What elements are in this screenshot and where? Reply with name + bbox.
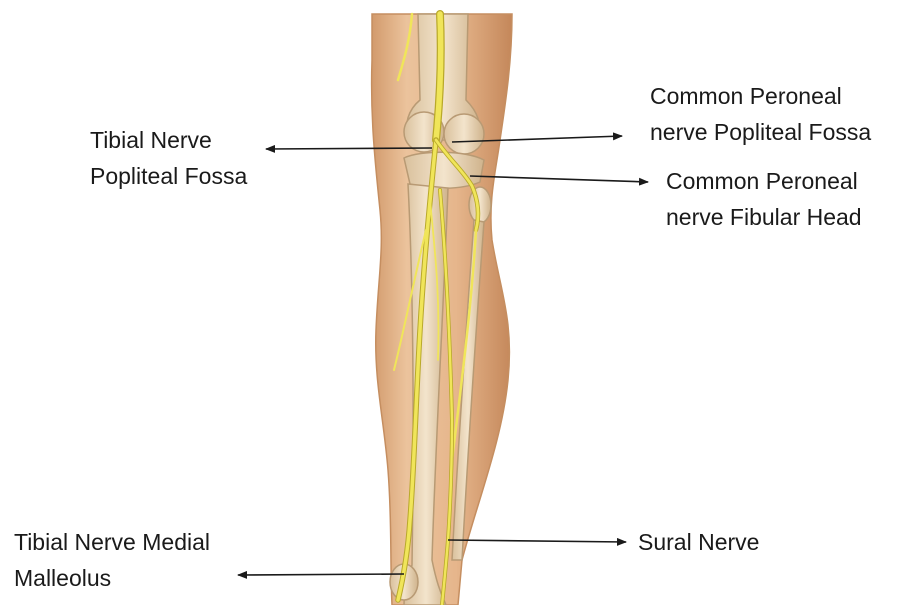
- label-line: nerve Popliteal Fossa: [650, 114, 871, 150]
- label-line: Common Peroneal: [650, 78, 871, 114]
- label-sural-nerve: Sural Nerve: [638, 524, 759, 560]
- label-line: Sural Nerve: [638, 524, 759, 560]
- label-line: Popliteal Fossa: [90, 158, 247, 194]
- label-common-peroneal-popliteal-fossa: Common Peroneal nerve Popliteal Fossa: [650, 78, 871, 150]
- arrow-tibial-malleolus: [238, 574, 404, 575]
- label-line: Common Peroneal: [666, 163, 862, 199]
- knee-condyle-lateral: [444, 114, 484, 154]
- arrow-tibial-popliteal: [266, 148, 432, 149]
- arrow-peroneal-fibular: [470, 176, 648, 182]
- label-line: nerve Fibular Head: [666, 199, 862, 235]
- label-common-peroneal-fibular-head: Common Peroneal nerve Fibular Head: [666, 163, 862, 235]
- arrow-sural: [448, 540, 626, 542]
- label-line: Tibial Nerve Medial: [14, 524, 210, 560]
- label-tibial-nerve-medial-malleolus: Tibial Nerve Medial Malleolus: [14, 524, 210, 596]
- label-line: Malleolus: [14, 560, 210, 596]
- label-tibial-nerve-popliteal-fossa: Tibial Nerve Popliteal Fossa: [90, 122, 247, 194]
- label-line: Tibial Nerve: [90, 122, 247, 158]
